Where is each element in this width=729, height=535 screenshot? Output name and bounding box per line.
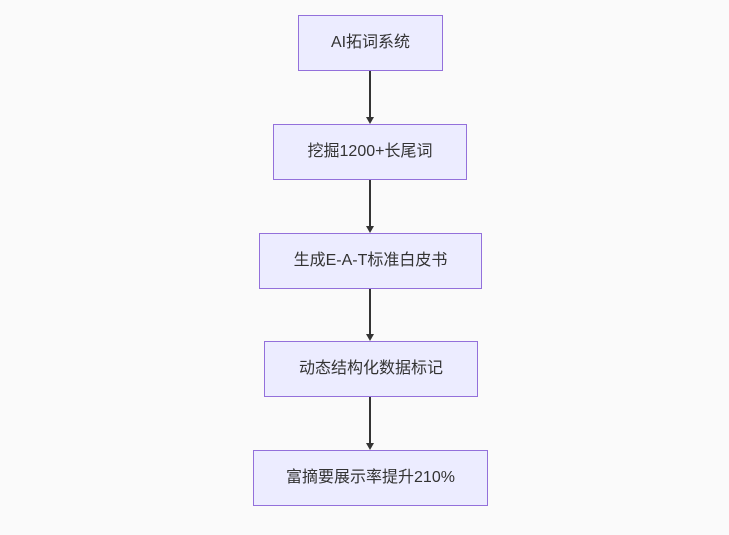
flow-node-longtail-mining: 挖掘1200+长尾词 — [273, 124, 467, 180]
arrowhead-down-icon — [366, 334, 374, 341]
flow-node-rich-snippet-rate: 富摘要展示率提升210% — [253, 450, 488, 506]
edge-line — [369, 71, 371, 117]
edge-line — [369, 289, 371, 334]
flow-node-structured-data-markup: 动态结构化数据标记 — [264, 341, 478, 397]
flow-node-label: 挖掘1200+长尾词 — [307, 143, 433, 161]
edge-line — [369, 397, 371, 443]
flow-node-eat-whitepaper: 生成E-A-T标准白皮书 — [259, 233, 482, 289]
arrowhead-down-icon — [366, 443, 374, 450]
flow-node-label: 生成E-A-T标准白皮书 — [293, 252, 448, 270]
flow-node-label: 动态结构化数据标记 — [298, 360, 443, 378]
flow-node-label: AI拓词系统 — [330, 34, 411, 52]
flow-node-ai-keyword-system: AI拓词系统 — [298, 15, 443, 71]
arrowhead-down-icon — [366, 117, 374, 124]
arrowhead-down-icon — [366, 226, 374, 233]
edge-line — [369, 180, 371, 226]
flow-node-label: 富摘要展示率提升210% — [286, 469, 455, 487]
